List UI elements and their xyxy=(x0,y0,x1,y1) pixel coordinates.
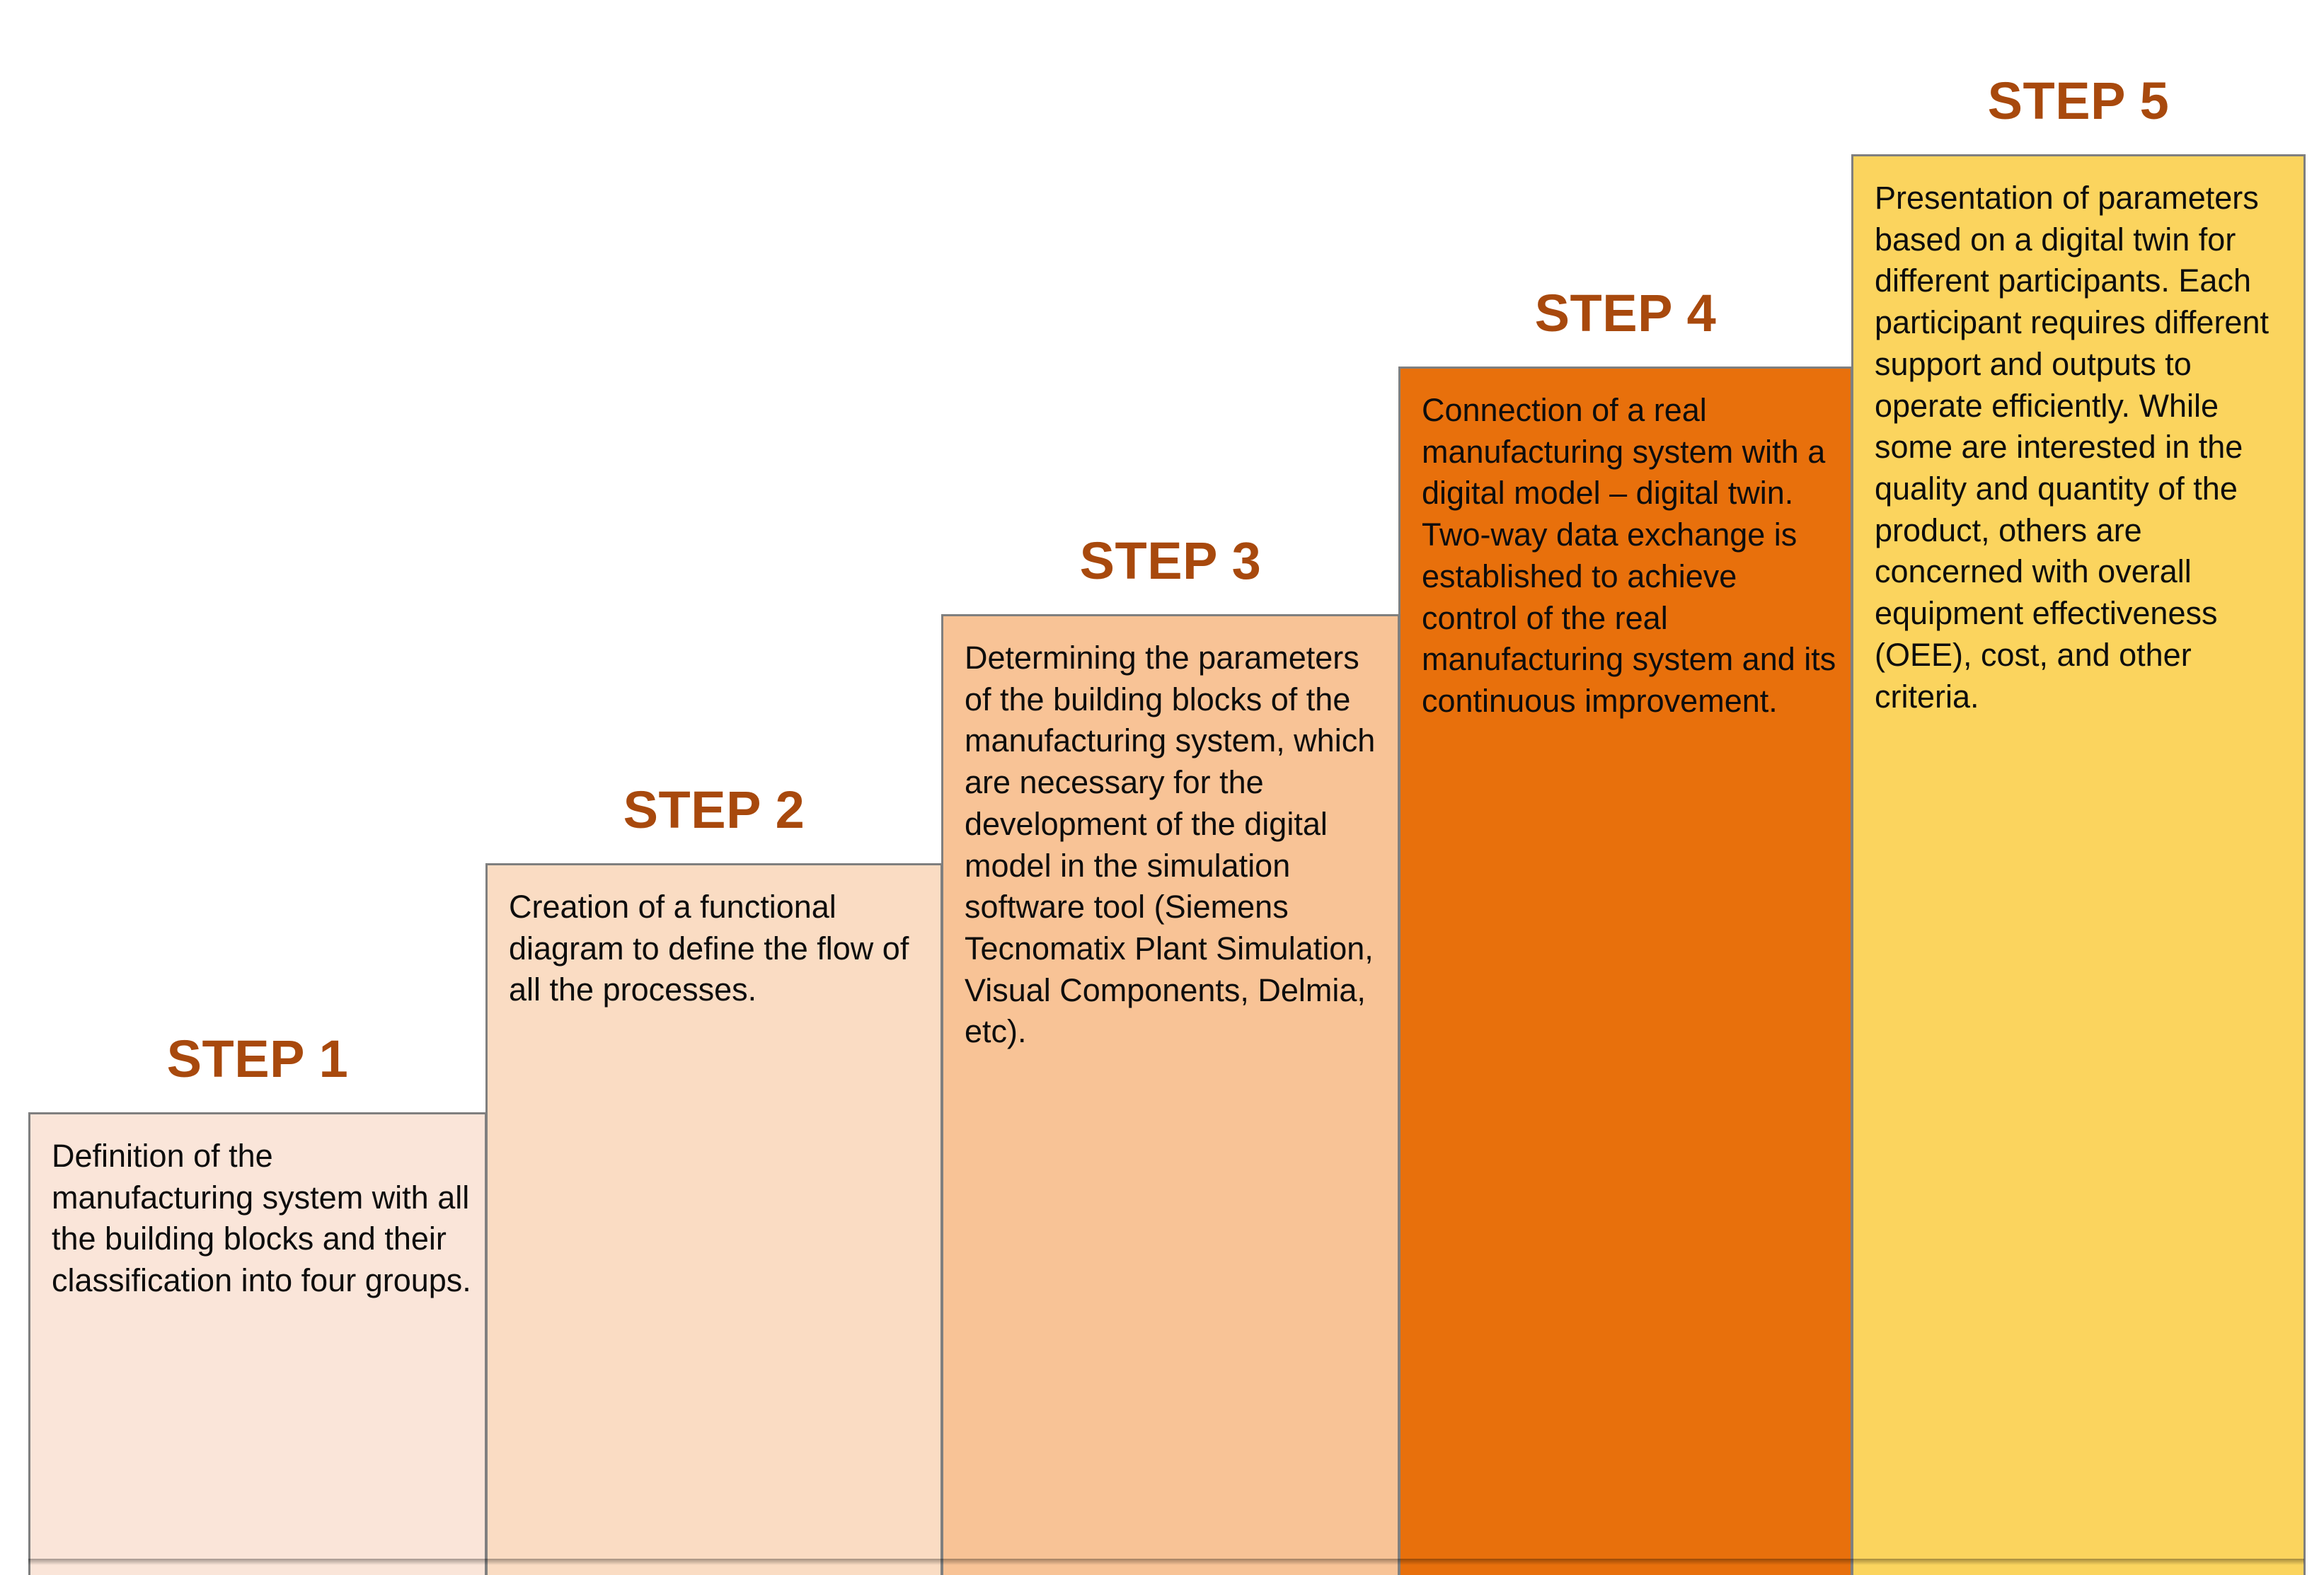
step-1-title: STEP 1 xyxy=(166,1029,349,1088)
step-column-2: STEP 2 Creation of a functional diagram … xyxy=(485,784,943,1575)
step-2-title: STEP 2 xyxy=(623,780,805,839)
step-3-description: Determining the parameters of the buildi… xyxy=(965,640,1376,1050)
step-4-bar: Connection of a real manufacturing syste… xyxy=(1398,367,1853,1575)
step-column-5: STEP 5 Presentation of parameters based … xyxy=(1851,75,2306,1575)
step-1-description: Definition of the manufacturing system w… xyxy=(52,1138,471,1299)
step-3-bar: Determining the parameters of the buildi… xyxy=(941,614,1400,1575)
step-4-description: Connection of a real manufacturing syste… xyxy=(1422,392,1836,720)
step-5-description: Presentation of parameters based on a di… xyxy=(1875,180,2269,715)
step-column-1: STEP 1 Definition of the manufacturing s… xyxy=(28,1033,487,1575)
step-2-description: Creation of a functional diagram to defi… xyxy=(509,889,909,1008)
step-1-bar: Definition of the manufacturing system w… xyxy=(28,1112,487,1575)
step-2-bar: Creation of a functional diagram to defi… xyxy=(485,863,943,1575)
step-column-4: STEP 4 Connection of a real manufacturin… xyxy=(1398,287,1853,1575)
step-5-bar: Presentation of parameters based on a di… xyxy=(1851,154,2306,1575)
step-3-title: STEP 3 xyxy=(1079,531,1262,590)
step-5-title: STEP 5 xyxy=(1987,71,2170,130)
step-column-3: STEP 3 Determining the parameters of the… xyxy=(941,535,1400,1575)
step-4-title: STEP 4 xyxy=(1534,284,1717,342)
